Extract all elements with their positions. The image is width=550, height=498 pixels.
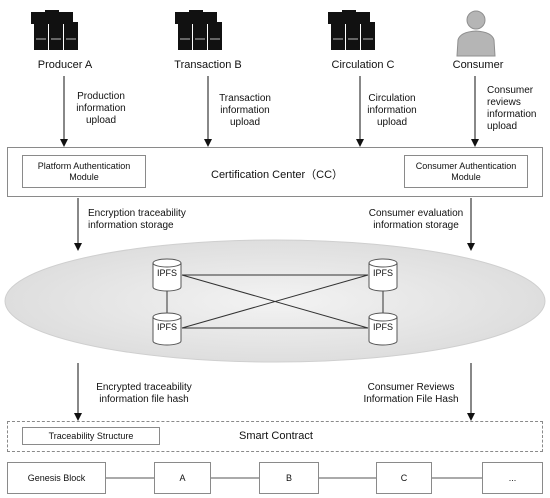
ipfs-cylinder-4 <box>368 312 398 346</box>
consumer-storage-label: Consumer evaluation information storage <box>368 208 464 231</box>
traceability-structure: Traceability Structure <box>22 427 160 445</box>
ipfs-node-label: IPFS <box>372 268 393 278</box>
production-upload-label: Production information upload <box>76 91 126 126</box>
transaction-label: Transaction B <box>174 59 242 71</box>
smart-contract <box>7 421 543 452</box>
consumer-hash-label: Consumer Reviews Information File Hash <box>363 382 459 405</box>
ipfs-cylinder-3 <box>152 312 182 346</box>
block-b: B <box>259 462 319 494</box>
block-c: C <box>376 462 432 494</box>
ipfs-cylinder-2 <box>368 258 398 292</box>
ipfs-node-label: IPFS <box>372 322 393 332</box>
ipfs-links <box>166 274 384 329</box>
server-icon-circulation <box>328 10 375 50</box>
circulation-label: Circulation C <box>331 59 395 71</box>
person-icon-consumer <box>456 10 496 57</box>
ipfs-node-label: IPFS <box>156 268 177 278</box>
producer-label: Producer A <box>37 59 93 71</box>
server-icon-producer <box>31 10 78 50</box>
transaction-upload-label: Transaction information upload <box>219 93 271 128</box>
block-ellipsis: ... <box>482 462 543 494</box>
consumer-auth-module: Consumer Authentication Module <box>404 155 528 188</box>
server-icon-transaction <box>175 10 222 50</box>
encrypted-hash-label: Encrypted traceability information file … <box>96 382 192 405</box>
smart-contract-title: Smart Contract <box>239 430 313 442</box>
certification-center <box>7 147 543 197</box>
encryption-storage-label: Encryption traceability information stor… <box>88 208 186 231</box>
consumer-upload-label: Consumer reviews information upload <box>487 85 537 132</box>
platform-auth-module: Platform Authentication Module <box>22 155 146 188</box>
block-a: A <box>154 462 211 494</box>
ipfs-node-label: IPFS <box>156 322 177 332</box>
genesis-block: Genesis Block <box>7 462 106 494</box>
circulation-upload-label: Circulation information upload <box>367 93 417 128</box>
consumer-label: Consumer <box>452 59 504 71</box>
ipfs-cylinder-1 <box>152 258 182 292</box>
certification-center-title: Certification Center（CC） <box>211 169 344 181</box>
